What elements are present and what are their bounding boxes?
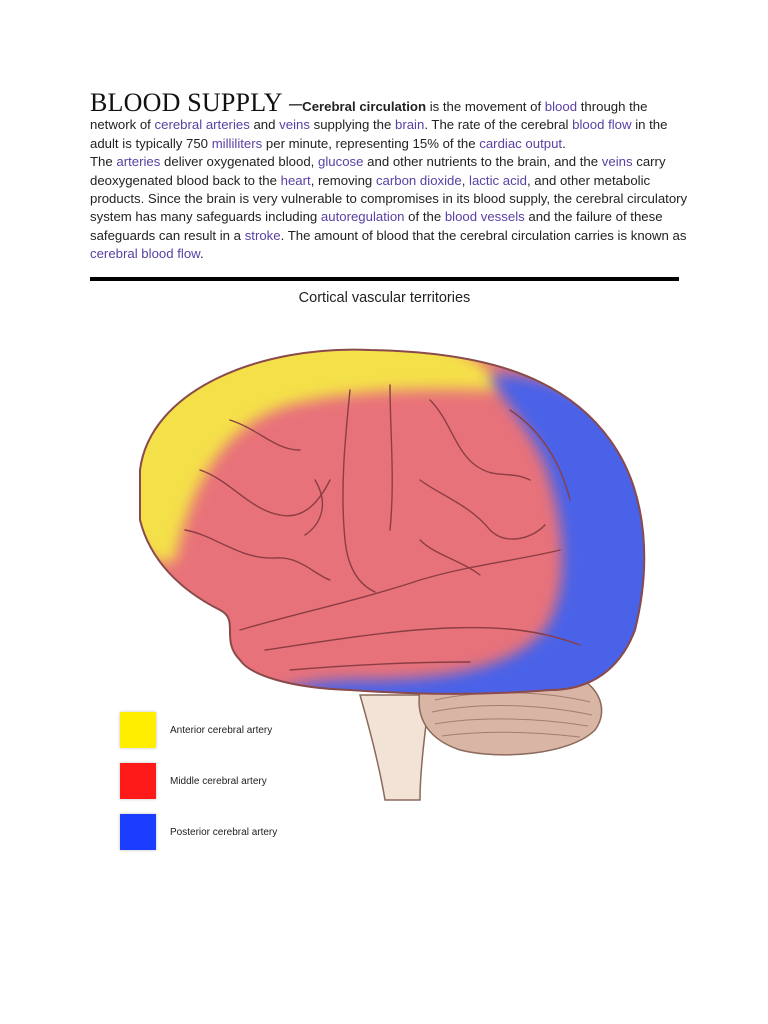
text-run: through the network of bbox=[90, 99, 648, 133]
text-run: is the movement of bbox=[426, 99, 545, 114]
legend-label-anterior: Anterior cerebral artery bbox=[170, 724, 273, 736]
legend-swatch-posterior bbox=[120, 814, 156, 850]
legend-label-posterior: Posterior cerebral artery bbox=[170, 826, 278, 838]
legend-item-anterior: Anterior cerebral artery bbox=[120, 712, 277, 748]
posterior-territory bbox=[260, 374, 645, 694]
text-run: , removing bbox=[310, 172, 376, 188]
article-link[interactable]: blood vessels bbox=[444, 209, 525, 225]
anterior-territory bbox=[140, 349, 500, 563]
text-run: supplying the bbox=[309, 117, 395, 133]
article-link[interactable]: cerebral blood flow bbox=[90, 246, 200, 262]
text-run: , bbox=[461, 172, 470, 188]
article-link[interactable]: cardiac output bbox=[479, 135, 563, 151]
article-link[interactable]: veins bbox=[601, 154, 633, 170]
text-run: . bbox=[199, 246, 204, 262]
article-link[interactable]: brain bbox=[394, 117, 425, 133]
section-heading: BLOOD SUPPLY bbox=[90, 88, 283, 117]
article-link[interactable]: heart bbox=[280, 172, 311, 188]
horizontal-rule bbox=[90, 277, 679, 281]
article-text: BLOOD SUPPLY –Cerebral circulation is th… bbox=[90, 90, 690, 264]
article-link[interactable]: carbon dioxide bbox=[375, 172, 462, 188]
article-link[interactable]: autoregulation bbox=[320, 209, 405, 225]
territory-regions bbox=[140, 349, 645, 694]
text-run: of the bbox=[404, 209, 445, 225]
article-link[interactable]: veins bbox=[279, 117, 310, 133]
text-run: carry deoxygenated blood back to the bbox=[90, 154, 666, 188]
legend: Anterior cerebral artery Middle cerebral… bbox=[120, 712, 277, 865]
legend-item-middle: Middle cerebral artery bbox=[120, 763, 277, 799]
text-run: and bbox=[249, 117, 280, 133]
text-run: The bbox=[90, 154, 117, 170]
legend-item-posterior: Posterior cerebral artery bbox=[120, 814, 277, 850]
text-run: and the failure of these safeguards can … bbox=[90, 209, 663, 243]
paragraph-2: The arteries deliver oxygenated blood, g… bbox=[90, 154, 687, 261]
paragraph-1: Cerebral circulation is the movement of … bbox=[90, 99, 667, 151]
article-link[interactable]: arteries bbox=[116, 154, 161, 170]
article-link[interactable]: glucose bbox=[318, 154, 364, 170]
gyri-lines bbox=[184, 384, 581, 671]
bold-term: Cerebral circulation bbox=[302, 99, 427, 114]
text-run: , and other metabolic products. Since th… bbox=[90, 172, 688, 225]
article-link[interactable]: milliliters bbox=[211, 135, 263, 151]
article-link[interactable]: lactic acid bbox=[469, 172, 527, 188]
article-link[interactable]: stroke bbox=[244, 227, 281, 243]
heading-dash: – bbox=[282, 88, 303, 117]
legend-label-middle: Middle cerebral artery bbox=[170, 775, 267, 787]
legend-swatch-anterior bbox=[120, 712, 156, 748]
text-run: in the adult is typically 750 bbox=[90, 117, 668, 151]
text-run: . The rate of the cerebral bbox=[424, 117, 573, 133]
article-link[interactable]: blood flow bbox=[572, 117, 632, 133]
text-run: . bbox=[562, 135, 566, 151]
text-run: deliver oxygenated blood, bbox=[160, 154, 319, 170]
text-run: per minute, representing 15% of the bbox=[262, 135, 480, 151]
article-link[interactable]: cerebral arteries bbox=[154, 117, 250, 133]
text-run: and other nutrients to the brain, and th… bbox=[363, 154, 602, 170]
legend-swatch-middle bbox=[120, 763, 156, 799]
cerebrum-outline bbox=[139, 348, 646, 695]
text-run: . The amount of blood that the cerebral … bbox=[280, 227, 687, 243]
article-link[interactable]: blood bbox=[544, 99, 578, 114]
brain-illustration bbox=[139, 348, 646, 801]
figure-title: Cortical vascular territories bbox=[298, 290, 471, 306]
